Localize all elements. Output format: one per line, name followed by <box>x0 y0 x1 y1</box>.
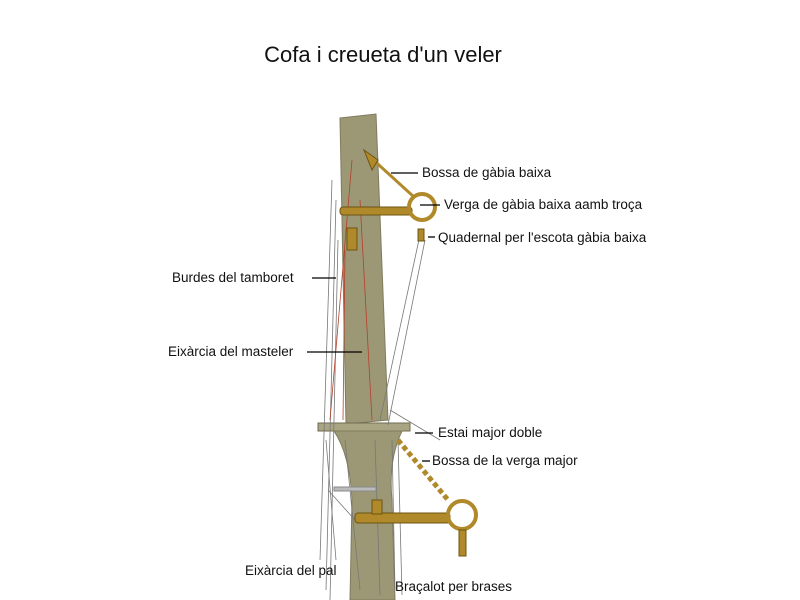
crosstree <box>333 486 377 492</box>
label-bossa-gabia: Bossa de gàbia baixa <box>422 165 552 180</box>
label-bracalot: Braçalot per brases <box>395 579 513 594</box>
label-bossa-verga-major: Bossa de la verga major <box>432 453 578 468</box>
label-burdes: Burdes del tamboret <box>172 270 294 285</box>
main-yard <box>354 438 478 557</box>
label-eixarcia-masteler: Eixàrcia del masteler <box>168 344 294 359</box>
diagram-title: Cofa i creueta d'un veler <box>264 42 502 67</box>
top-platform <box>317 422 411 432</box>
label-quadernal: Quadernal per l'escota gàbia baixa <box>438 230 647 245</box>
red-shrouds <box>329 159 373 421</box>
label-eixarcia-pal: Eixàrcia del pal <box>245 563 337 578</box>
leader-lines <box>307 172 440 462</box>
label-verga-gabia: Verga de gàbia baixa aamb troça <box>444 197 643 212</box>
label-estai: Estai major doble <box>438 425 543 440</box>
lower-topsail-yard <box>339 148 437 251</box>
